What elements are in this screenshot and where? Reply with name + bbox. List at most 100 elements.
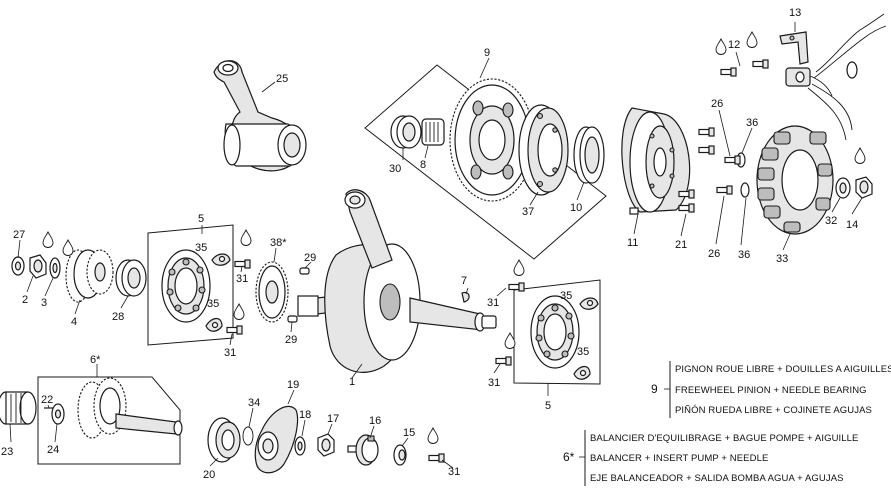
label-34: 34 — [248, 397, 260, 409]
label-3: 3 — [41, 297, 47, 309]
label-35-d: 35 — [577, 346, 589, 358]
label-22: 22 — [41, 394, 53, 406]
part-labels: 1 2 3 4 5 5 6* 7 8 9 10 11 12 13 14 15 1… — [1, 7, 858, 481]
balancer-shaft — [77, 377, 183, 439]
mounting-bracket — [779, 31, 809, 65]
freewheel-housing — [518, 104, 569, 196]
label-29-top: 29 — [304, 252, 316, 264]
pump-drive-16 — [347, 434, 379, 466]
washer-18 — [294, 436, 306, 456]
bearing-28 — [115, 259, 147, 297]
label-13: 13 — [789, 7, 801, 19]
bracket-screws — [720, 59, 769, 77]
circlip-34 — [242, 426, 254, 446]
gear-4 — [65, 249, 114, 303]
legend-9-line-3: PIÑÓN RUEDA LIBRE + COJINETE AGUJAS — [675, 405, 872, 416]
legend-6-line-1: BALANCIER D'EQUILIBRAGE + BAGUE POMPE + … — [590, 433, 858, 444]
label-14: 14 — [846, 219, 858, 231]
label-31-c: 31 — [487, 297, 499, 309]
label-18: 18 — [299, 409, 311, 421]
label-28: 28 — [112, 311, 124, 323]
bearing-clip-bottom-left — [205, 317, 223, 332]
main-bearing-right — [530, 295, 580, 369]
label-16: 16 — [369, 415, 381, 427]
label-31-d: 31 — [488, 377, 500, 389]
bearing-group-frame-left — [147, 224, 234, 346]
label-23: 23 — [1, 446, 13, 458]
label-31-a: 31 — [236, 273, 248, 285]
label-31-e: 31 — [448, 466, 460, 478]
label-27: 27 — [13, 229, 25, 241]
flywheel-rotor — [621, 107, 691, 215]
legend-9-line-1: PIGNON ROUE LIBRE + DOUILLES A AIGUILLES… — [675, 364, 891, 375]
gear-38 — [255, 261, 289, 323]
label-30: 30 — [389, 163, 401, 175]
stator-washers — [716, 152, 750, 198]
needle-bearing-8 — [421, 118, 445, 146]
crankshaft — [297, 189, 497, 373]
freewheel-group-frame — [364, 64, 607, 260]
label-10: 10 — [570, 202, 582, 214]
legend-6-number: 6* — [563, 450, 575, 464]
label-9: 9 — [484, 47, 490, 59]
label-4: 4 — [71, 316, 77, 328]
main-bearing-left — [161, 249, 211, 323]
legend-9-line-2: FREEWHEEL PINION + NEEDLE BEARING — [675, 385, 867, 396]
label-26-top: 26 — [711, 98, 723, 110]
label-12: 12 — [728, 39, 740, 51]
label-25: 25 — [276, 73, 288, 85]
label-6: 6* — [90, 354, 101, 366]
washer-32 — [835, 177, 851, 199]
legend-6-line-3: EJE BALANCEADOR + SALIDA BOMBA AGUA + AG… — [590, 473, 844, 484]
woodruff-key — [461, 291, 470, 303]
label-21: 21 — [675, 239, 687, 251]
label-36-bottom: 36 — [738, 249, 750, 261]
label-7: 7 — [461, 275, 467, 287]
insert-24 — [51, 403, 65, 425]
label-5-right: 5 — [545, 400, 551, 412]
label-33: 33 — [776, 253, 788, 265]
label-17: 17 — [327, 413, 339, 425]
label-11: 11 — [627, 237, 638, 249]
label-2: 2 — [22, 294, 28, 306]
label-8: 8 — [420, 159, 426, 171]
nut-17 — [317, 433, 335, 457]
nut-2 — [29, 254, 47, 279]
label-32: 32 — [825, 215, 837, 227]
label-35-a: 35 — [195, 242, 207, 254]
label-5-left: 5 — [198, 213, 204, 225]
bearing-clip-bottom-right — [573, 365, 591, 380]
label-31-b: 31 — [224, 347, 236, 359]
nut-14 — [855, 176, 873, 199]
label-38: 38* — [270, 237, 287, 249]
label-1: 1 — [349, 376, 355, 388]
freewheel-gear — [449, 78, 535, 202]
label-15: 15 — [403, 427, 415, 439]
legend-6-line-2: BALANCER + INSERT PUMP + NEEDLE — [590, 453, 768, 464]
pin-29-top — [299, 267, 310, 275]
balancer-weight-19 — [254, 405, 299, 474]
pin-29-bottom — [287, 315, 298, 323]
label-24: 24 — [47, 444, 59, 456]
bearing-30 — [390, 115, 422, 149]
label-37: 37 — [522, 206, 534, 218]
ring-10 — [573, 126, 605, 184]
washer-3 — [49, 257, 61, 279]
bearing-group-frame-right — [513, 279, 601, 385]
label-35-c: 35 — [560, 290, 572, 302]
label-36-top: 36 — [746, 117, 758, 129]
legend-group-9: 9 PIGNON ROUE LIBRE + DOUILLES A AIGUILL… — [651, 361, 891, 418]
leader-lines — [9, 22, 863, 469]
legend-9-number: 9 — [651, 382, 658, 396]
connecting-rod — [213, 60, 307, 172]
needle-bearing-23 — [0, 391, 37, 425]
label-35-b: 35 — [207, 298, 219, 310]
bearing-20 — [207, 417, 241, 463]
label-19: 19 — [287, 379, 299, 391]
label-20: 20 — [203, 469, 215, 481]
stator — [756, 13, 887, 235]
bearing-clip-top-left — [211, 253, 231, 266]
washer-27 — [11, 256, 25, 276]
bearing-clip-top-right — [579, 297, 599, 310]
